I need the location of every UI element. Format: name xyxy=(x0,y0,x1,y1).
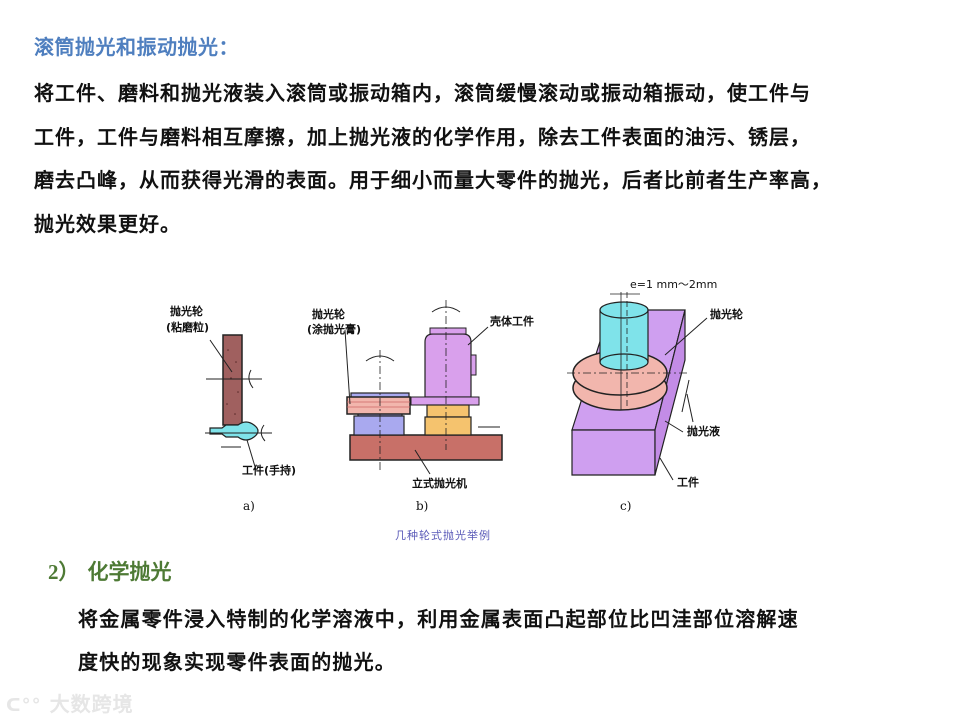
diagram-b-machine-label: 立式抛光机 xyxy=(412,476,467,490)
section-number: 2） xyxy=(48,560,80,584)
paragraph-line: 将金属零件浸入特制的化学溶液中，利用金属表面凸起部位比凹洼部位溶解速 xyxy=(78,607,799,631)
watermark-text: 大数跨境 xyxy=(49,692,134,716)
diagram-c-offset-label: e=1 mm～2mm xyxy=(630,278,717,291)
diagram-c-wheel-label: 抛光轮 xyxy=(710,307,743,321)
diagram-c-label: c) xyxy=(620,499,631,513)
paragraph-line: 磨去凸峰，从而获得光滑的表面。用于细小而量大零件的抛光，后者比前者生产率高， xyxy=(34,168,832,192)
diagram-b-label: b) xyxy=(416,499,428,513)
section-title: 化学抛光 xyxy=(87,560,172,584)
diagram-a-hand-held-polishing: 抛光轮 (粘磨粒) 工件(手持) a) xyxy=(166,304,296,513)
diagram-a-workpiece-label: 工件(手持) xyxy=(242,463,296,477)
paragraph-line: 度快的现象实现零件表面的抛光。 xyxy=(78,650,396,674)
paragraph-line: 抛光效果更好。 xyxy=(34,211,181,236)
section-paragraph-tumble-vibration: 将工件、磨料和抛光液装入滚筒或振动箱内，滚筒缓慢滚动或振动箱振动，使工件与 工件… xyxy=(34,72,934,246)
diagram-a-wheel-sublabel: (粘磨粒) xyxy=(166,320,209,334)
wheel-polishing-figure: 抛光轮 (粘磨粒) 工件(手持) a) xyxy=(150,270,790,530)
paragraph-line: 将工件、磨料和抛光液装入滚筒或振动箱内，滚筒缓慢滚动或振动箱振动，使工件与 xyxy=(34,81,811,105)
watermark: ᑕ°° 大数跨境 xyxy=(6,688,134,717)
diagram-c-workpiece-label: 工件 xyxy=(677,475,699,489)
section-heading-chemical-polishing: 2） 化学抛光 xyxy=(48,556,172,586)
diagram-c-offset-polishing: e=1 mm～2mm 抛光轮 抛光液 工件 c) xyxy=(567,278,743,513)
section-heading-tumble-vibration-polishing: 滚筒抛光和振动抛光： xyxy=(34,35,239,59)
diagram-a-label: a) xyxy=(243,499,255,513)
diagram-b-workpiece-label: 壳体工件 xyxy=(489,314,534,328)
paragraph-line: 工件，工件与磨料相互摩擦，加上抛光液的化学作用，除去工件表面的油污、锈层， xyxy=(34,124,811,149)
diagram-b-wheel-label: 抛光轮 xyxy=(312,307,345,321)
section-paragraph-chemical-polishing: 将金属零件浸入特制的化学溶液中，利用金属表面凸起部位比凹洼部位溶解速 度快的现象… xyxy=(78,598,938,684)
1688-logo-icon: ᑕ°° xyxy=(6,695,42,716)
diagram-b-vertical-polisher: 抛光轮 (涂抛光膏) 壳体工件 立式抛光机 b) xyxy=(307,300,534,513)
diagram-a-wheel-label: 抛光轮 xyxy=(170,304,203,318)
figure-caption: 几种轮式抛光举例 xyxy=(395,529,491,542)
diagram-b-wheel-sublabel: (涂抛光膏) xyxy=(307,322,361,336)
diagram-c-liquid-label: 抛光液 xyxy=(687,424,721,438)
